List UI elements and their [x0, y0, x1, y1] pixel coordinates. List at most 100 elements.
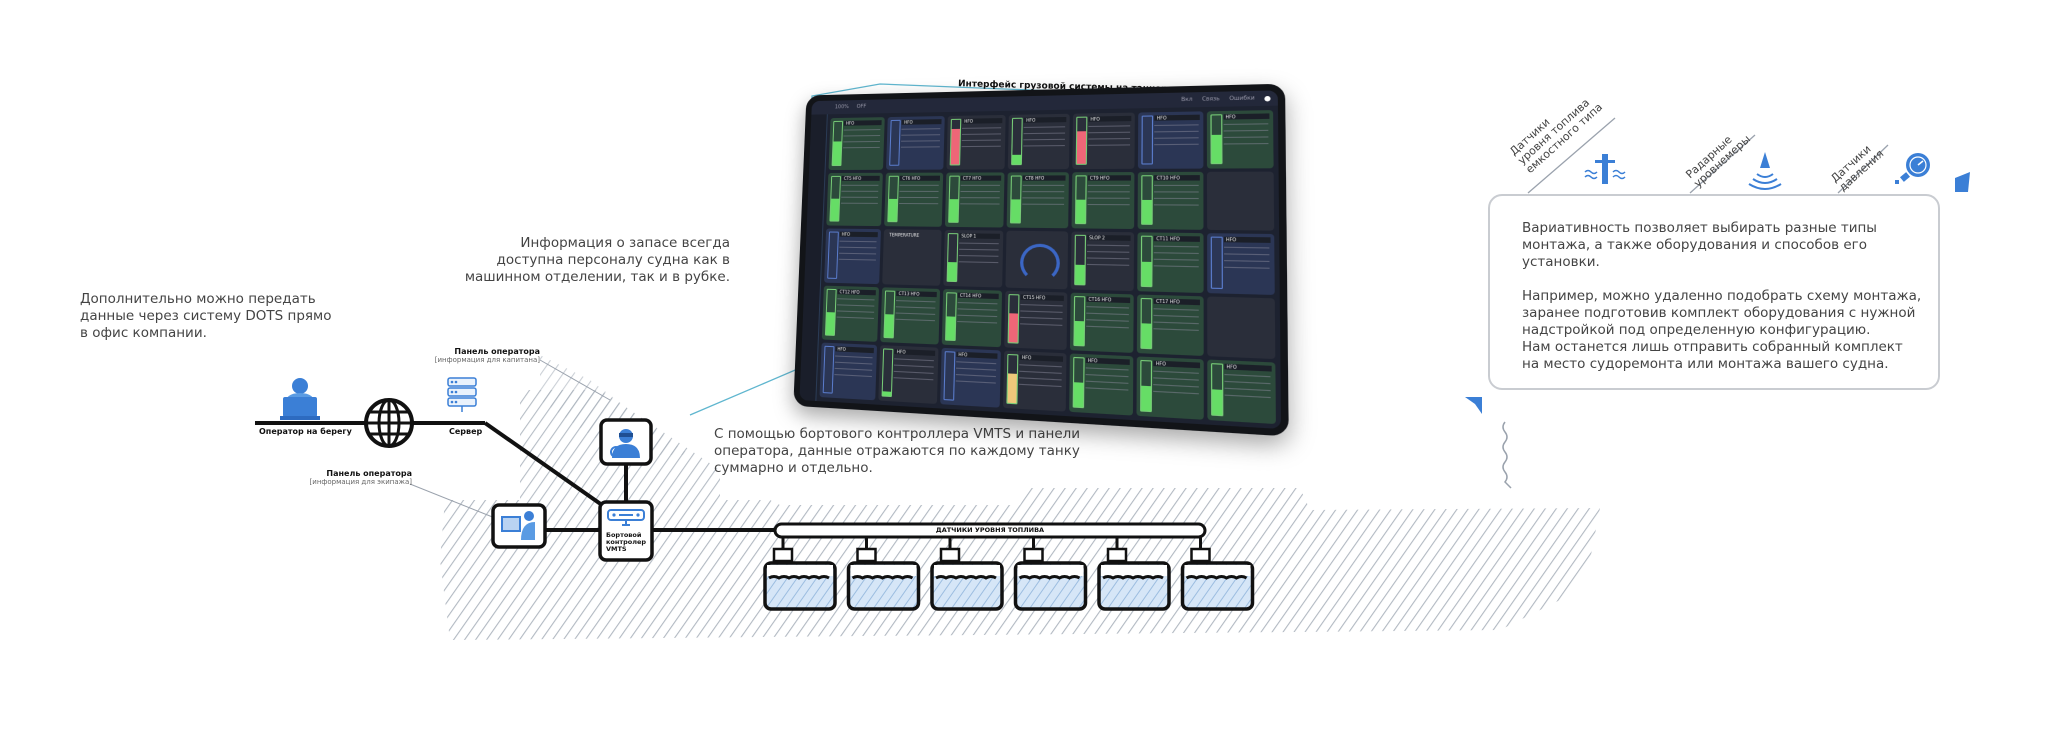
card-text-line	[843, 146, 881, 149]
tank-card[interactable]: CT11 HFO	[1137, 232, 1204, 293]
card-text-line	[957, 301, 998, 304]
tank-sensor	[939, 547, 961, 563]
tank-card-title: CT5 HFO	[841, 175, 881, 182]
tank-card[interactable]	[1206, 171, 1275, 232]
tank-card-title: CT13 HFO	[896, 290, 937, 297]
tank-card[interactable]	[1206, 296, 1276, 359]
note-line: установки.	[1522, 254, 1600, 270]
tank-card[interactable]: HFO	[1206, 359, 1276, 425]
tank-card[interactable]: HFO	[828, 117, 886, 171]
tank-level-bar	[1010, 175, 1022, 224]
tank-level-bar	[824, 288, 837, 336]
tank-card[interactable]: CT5 HFO	[826, 172, 884, 227]
card-text-line	[834, 367, 873, 371]
tank-card[interactable]: CT15 HFO	[1004, 290, 1067, 350]
tank-level-bar	[1210, 236, 1223, 289]
card-text-line	[1019, 377, 1062, 381]
tank-card[interactable]: HFO	[939, 347, 1002, 408]
tank-sensor	[1023, 547, 1044, 563]
tank-card[interactable]: SLOP 1	[943, 230, 1004, 288]
tank-card[interactable]: CT17 HFO	[1137, 294, 1204, 356]
card-text-line	[1085, 380, 1129, 384]
card-text-line	[956, 361, 997, 364]
tank-level-fill	[1073, 382, 1083, 408]
tank-card[interactable]: HFO	[886, 116, 945, 170]
tank-level-fill	[1075, 199, 1086, 224]
tank-card[interactable]: CT16 HFO	[1069, 292, 1134, 353]
tank-card[interactable]: HFO	[824, 228, 882, 284]
variability-info-box: Вариативность позволяет выбирать разные …	[1488, 194, 1940, 390]
tank-card[interactable]: CT8 HFO	[1006, 172, 1069, 229]
fuel-tank	[1180, 537, 1255, 611]
tank-card[interactable]: CT7 HFO	[944, 172, 1005, 228]
tank-card-title: CT8 HFO	[1022, 175, 1066, 181]
tank-level-fill	[1012, 155, 1022, 165]
tablet-tab[interactable]: 100%	[834, 104, 849, 111]
card-text-line	[1019, 383, 1062, 387]
tank-card[interactable]: HFO	[946, 114, 1006, 170]
tank-card[interactable]: CT9 HFO	[1071, 172, 1135, 230]
card-text-line	[1223, 260, 1270, 263]
tank-level-bar	[889, 119, 902, 166]
note-line: Например, можно удаленно подобрать схему…	[1522, 288, 1922, 304]
card-text-line	[841, 190, 879, 193]
tank-card-title: HFO	[1024, 116, 1067, 123]
tank-card[interactable]: HFO	[819, 342, 878, 401]
server-label: Сервер	[449, 427, 483, 436]
card-text-line	[836, 316, 875, 319]
tank-level-bar	[1140, 236, 1153, 287]
tank-level-fill	[1009, 313, 1019, 343]
tank-card[interactable]: CT14 HFO	[941, 288, 1003, 348]
fuel-level-wave	[768, 575, 830, 580]
fuel-tank	[930, 537, 1004, 611]
tank-card[interactable]: HFO	[1136, 356, 1204, 420]
card-text-line	[1022, 197, 1064, 199]
captain-panel-caption: Панель оператора [информация для капитан…	[430, 347, 540, 364]
tank-card[interactable]: HFO	[1138, 111, 1203, 170]
card-text-line	[835, 355, 874, 359]
tank-card[interactable]: CT13 HFO	[880, 286, 940, 345]
tablet-tab[interactable]: OFF	[856, 103, 867, 110]
tank-card[interactable]	[1005, 231, 1068, 289]
tank-card[interactable]: HFO	[1206, 233, 1275, 295]
tablet-control[interactable]: Связь	[1201, 95, 1220, 103]
tank-level-bar	[1210, 362, 1223, 417]
tank-card[interactable]: HFO	[1068, 353, 1134, 416]
tablet-toggle[interactable]	[1264, 95, 1271, 101]
tablet-control[interactable]: Вкл	[1181, 96, 1193, 104]
tank-card[interactable]: HFO	[878, 344, 939, 404]
card-text-line	[841, 184, 879, 187]
tank-card-title: HFO	[1019, 354, 1063, 362]
tank-card[interactable]: HFO	[1206, 110, 1274, 169]
card-text-line	[1088, 125, 1131, 128]
chevron-decor-icon	[1465, 397, 1482, 414]
card-text-line	[1087, 191, 1130, 193]
card-text-line	[834, 361, 873, 365]
tank-card[interactable]: CT12 HFO	[821, 285, 880, 342]
tank-card[interactable]: HFO	[1003, 350, 1067, 412]
tank-card[interactable]: HFO	[1008, 113, 1070, 170]
tablet-control[interactable]: Ошибки	[1229, 95, 1255, 103]
captain-icon	[610, 429, 640, 458]
card-text-line	[1085, 386, 1129, 391]
card-text-line	[1154, 143, 1199, 146]
tank-card[interactable]: SLOP 2	[1070, 231, 1135, 291]
tank-card[interactable]: CT6 HFO	[884, 172, 944, 228]
tank-card[interactable]: CT10 HFO	[1137, 172, 1203, 231]
note-line: Вариативность позволяет выбирать разные …	[1522, 220, 1877, 236]
card-text-line	[1223, 253, 1270, 256]
fuel-level-wave	[1102, 575, 1164, 580]
card-text-line	[1153, 252, 1199, 255]
fuel-tank	[1097, 537, 1171, 611]
tank-card-title: HFO	[1154, 114, 1200, 121]
vmts-note: С помощью бортового контроллера VMTS и п…	[714, 426, 1114, 477]
tank-card-title: HFO	[835, 346, 875, 353]
tank-level-bar	[1007, 293, 1020, 344]
card-text-line	[961, 133, 1002, 135]
tank-card[interactable]: TEMPERATURE	[882, 229, 942, 286]
tank-level-bar	[1011, 117, 1024, 166]
tank-card[interactable]: HFO	[1071, 112, 1135, 170]
tank-level-bar	[947, 175, 960, 224]
card-text-line	[1154, 185, 1199, 187]
